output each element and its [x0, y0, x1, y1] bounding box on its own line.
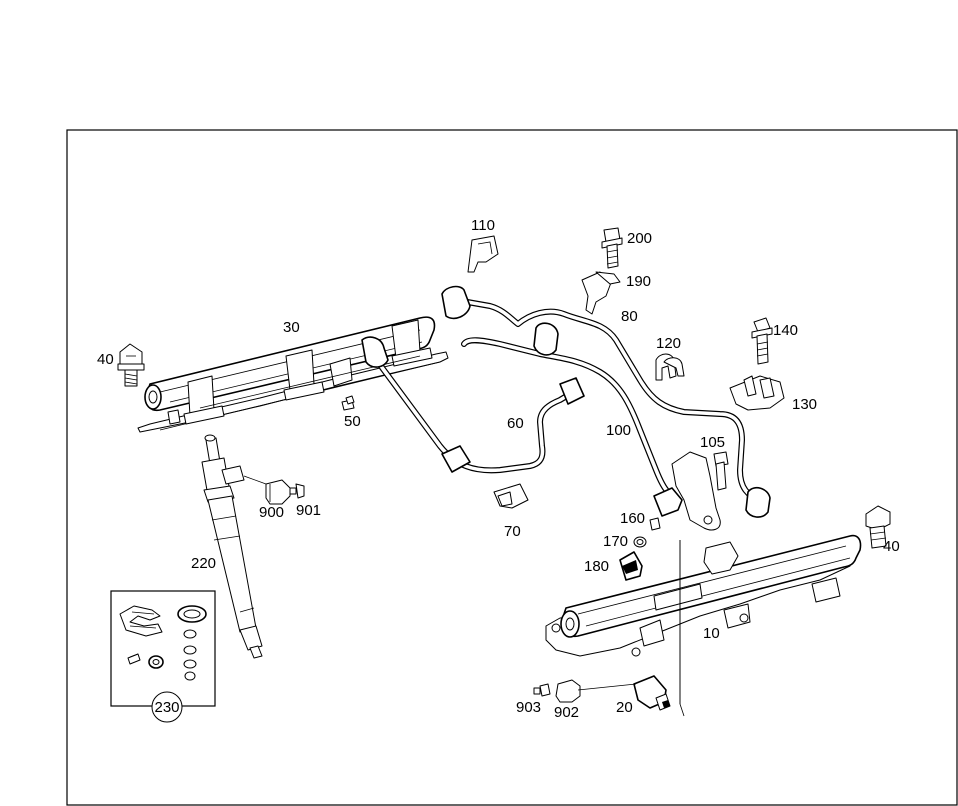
- callout-170: 170: [603, 533, 628, 550]
- bracket-105: [671, 451, 729, 531]
- callout-180: 180: [584, 558, 609, 575]
- callout-903: 903: [516, 699, 541, 716]
- callout-902: 902: [554, 704, 579, 721]
- pin-50: [341, 395, 355, 411]
- connector-900: [243, 475, 291, 505]
- callout-50: 50: [344, 413, 361, 430]
- callout-130: 130: [792, 396, 817, 413]
- callout-120: 120: [656, 335, 681, 352]
- callout-30: 30: [283, 319, 300, 336]
- bolt-40-right: [865, 505, 891, 549]
- bolt-40-left: [117, 343, 145, 387]
- callout-901: 901: [296, 502, 321, 519]
- callout-110: 110: [471, 217, 495, 234]
- clip-120: [655, 353, 685, 381]
- callout-100: 100: [606, 422, 631, 439]
- bracket-190: [581, 271, 621, 315]
- callout-60: 60: [507, 415, 524, 432]
- seal-170: [633, 536, 647, 548]
- clip-110: [467, 235, 499, 273]
- callout-10: 10: [703, 625, 720, 642]
- callout-40-left: 40: [97, 351, 114, 368]
- injector-220: [201, 434, 263, 659]
- callout-70: 70: [504, 523, 521, 540]
- callout-190: 190: [626, 273, 651, 290]
- callout-40-right: 40: [883, 538, 900, 555]
- callout-160: 160: [620, 510, 645, 527]
- repair-kit-230: [110, 590, 216, 723]
- seal-901: [289, 483, 305, 499]
- callout-105: 105: [700, 434, 725, 451]
- callout-900: 900: [259, 504, 284, 521]
- pipe-80: [441, 285, 771, 518]
- clip-70: [493, 483, 529, 509]
- callout-200: 200: [627, 230, 652, 247]
- pipe-60: [361, 336, 585, 474]
- callout-80: 80: [621, 308, 638, 325]
- bolt-200: [601, 227, 623, 269]
- pipe-100: [461, 322, 671, 495]
- seal-903: [533, 683, 551, 697]
- bracket-130: [729, 375, 785, 411]
- callout-220: 220: [191, 555, 216, 572]
- callout-20: 20: [616, 699, 633, 716]
- connector-902: [555, 679, 637, 703]
- callout-140: 140: [773, 322, 798, 339]
- right-fuel-rail: [545, 534, 862, 717]
- bolt-140: [751, 317, 773, 365]
- fitting-180: [619, 551, 643, 581]
- sensor-160: [649, 487, 683, 531]
- pressure-sensor-20: [633, 675, 671, 711]
- callout-230: 230: [154, 699, 179, 716]
- diagram-frame: [66, 129, 958, 806]
